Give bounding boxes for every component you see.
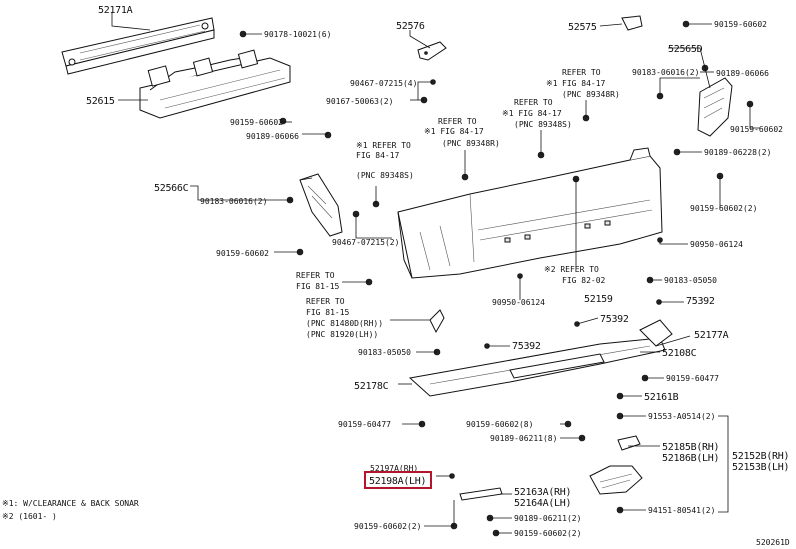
label-52565d[interactable]: 52565D — [668, 44, 703, 55]
label-52164a-lh[interactable]: 52164A(LH) — [514, 498, 572, 509]
highlight-box-52198a — [364, 471, 432, 489]
refer-note-2-line-3: (PNC 89348R) — [442, 139, 500, 148]
leader-lines — [111, 12, 760, 534]
label-90183-06016-left[interactable]: 90183-06016(2) — [200, 197, 267, 206]
refer-note-4-mark: ※1 — [546, 79, 558, 88]
label-90189-06211-center[interactable]: 90189-06211(8) — [490, 434, 557, 443]
refer-note-7-line-4: (PNC 81920(LH)) — [306, 330, 378, 339]
label-52161b[interactable]: 52161B — [644, 392, 679, 403]
label-90189-06066-right[interactable]: 90189-06066 — [716, 69, 769, 78]
label-52177a[interactable]: 52177A — [694, 330, 729, 341]
label-75392-right[interactable]: 75392 — [686, 296, 715, 307]
label-52197a-rh[interactable]: 52197A(RH) — [370, 464, 418, 473]
refer-note-2-line-1: REFER TO — [438, 117, 477, 126]
figure-number: 520261D — [756, 538, 790, 547]
label-90950-06124-right[interactable]: 90950-06124 — [690, 240, 743, 249]
label-90183-05050-right[interactable]: 90183-05050 — [664, 276, 717, 285]
label-90159-60602-top-right[interactable]: 90159-60602 — [714, 20, 767, 29]
label-75392-left[interactable]: 75392 — [512, 341, 541, 352]
label-90159-60602-left[interactable]: 90159-60602 — [230, 118, 283, 127]
energy-absorber-drawing[interactable] — [139, 49, 291, 119]
label-90159-60477-left[interactable]: 90159-60477 — [338, 420, 391, 429]
label-75392-center[interactable]: 75392 — [600, 314, 629, 325]
label-52185b-rh[interactable]: 52185B(RH) — [662, 442, 720, 453]
label-52566c[interactable]: 52566C — [154, 183, 189, 194]
label-91553-a0514[interactable]: 91553-A0514(2) — [648, 412, 715, 421]
refer-note-3-line-2: ※1 FIG 84-17 — [502, 109, 562, 118]
reflector-drawing[interactable] — [429, 309, 445, 334]
label-52186b-lh[interactable]: 52186B(LH) — [662, 453, 720, 464]
label-94151-80541[interactable]: 94151-80541(2) — [648, 506, 715, 515]
label-90950-06124-center[interactable]: 90950-06124 — [492, 298, 545, 307]
bracket-52576-drawing[interactable] — [417, 41, 447, 61]
bumper-cover-drawing[interactable] — [397, 147, 663, 279]
label-90159-60602-bottom-left[interactable]: 90159-60602(2) — [354, 522, 421, 531]
bracket-52177a-drawing[interactable] — [639, 319, 673, 347]
reinforcement-bar-drawing[interactable] — [61, 17, 215, 75]
lower-spoiler-drawing[interactable] — [408, 337, 666, 397]
bracket-52575-drawing[interactable] — [621, 15, 643, 31]
label-52163a-rh[interactable]: 52163A(RH) — [514, 487, 572, 498]
bracket-52163a-drawing[interactable] — [459, 487, 503, 501]
label-52171a[interactable]: 52171A — [98, 5, 133, 16]
label-90467-07215-2[interactable]: 90467-07215(2) — [332, 238, 399, 247]
label-52198a-lh[interactable]: 52198A(LH) — [369, 476, 427, 487]
retainer-left-drawing[interactable] — [299, 173, 343, 237]
refer-note-5-line-2: FIG 82-02 — [562, 276, 606, 285]
label-90178[interactable]: 90178-10021(6) — [264, 30, 331, 39]
retainer-right-drawing[interactable] — [697, 77, 733, 137]
refer-note-3-line-3: (PNC 89348S) — [514, 120, 572, 129]
label-90159-60602-8[interactable]: 90159-60602(8) — [466, 420, 533, 429]
label-52178c[interactable]: 52178C — [354, 381, 389, 392]
fog-cover-drawing[interactable] — [589, 435, 643, 495]
label-52153b-lh[interactable]: 52153B(LH) — [732, 462, 790, 473]
refer-note-4-line-1: REFER TO — [562, 68, 601, 77]
label-90167-50063[interactable]: 90167-50063(2) — [326, 97, 393, 106]
label-90467-07215-4[interactable]: 90467-07215(4) — [350, 79, 417, 88]
refer-note-1-line-3: (PNC 89348S) — [356, 171, 414, 180]
label-90159-60477-right[interactable]: 90159-60477 — [666, 374, 719, 383]
label-52576[interactable]: 52576 — [396, 21, 425, 32]
refer-note-3-line-1: REFER TO — [514, 98, 553, 107]
label-90189-06228[interactable]: 90189-06228(2) — [704, 148, 771, 157]
refer-note-5-line-1: ※2 REFER TO — [544, 265, 599, 274]
footnote-2: ※2 (1601- ) — [2, 512, 57, 521]
footnote-1: ※1: W/CLEARANCE & BACK SONAR — [2, 499, 139, 508]
label-52159[interactable]: 52159 — [584, 294, 613, 305]
label-90159-60602-right-2[interactable]: 90159-60602 — [730, 125, 783, 134]
refer-note-7-line-1: REFER TO — [306, 297, 345, 306]
label-90183-06016-right[interactable]: 90183-06016(2) — [632, 68, 699, 77]
refer-note-6-line-1: REFER TO — [296, 271, 335, 280]
refer-note-2-line-2: ※1 FIG 84-17 — [424, 127, 484, 136]
refer-note-4-line-3: (PNC 89348R) — [562, 90, 620, 99]
refer-note-7-line-2: FIG 81-15 — [306, 308, 350, 317]
refer-note-1-line-1: ※1 REFER TO — [356, 141, 411, 150]
label-90159-60602-bottom-right[interactable]: 90159-60602(2) — [514, 529, 581, 538]
label-52108c[interactable]: 52108C — [662, 348, 697, 359]
refer-note-1-line-2: FIG 84-17 — [356, 151, 400, 160]
label-90159-60602-2-right[interactable]: 90159-60602(2) — [690, 204, 757, 213]
label-52152b-rh[interactable]: 52152B(RH) — [732, 451, 790, 462]
label-52615[interactable]: 52615 — [86, 96, 115, 107]
label-90189-06066-left[interactable]: 90189-06066 — [246, 132, 299, 141]
label-90183-05050-left[interactable]: 90183-05050 — [358, 348, 411, 357]
label-90159-60602-lower-left[interactable]: 90159-60602 — [216, 249, 269, 258]
refer-note-4-line-2: FIG 84-17 — [562, 79, 606, 88]
refer-note-6-line-2: FIG 81-15 — [296, 282, 340, 291]
refer-note-7-line-3: (PNC 81480D(RH)) — [306, 319, 383, 328]
label-52575[interactable]: 52575 — [568, 22, 597, 33]
label-90189-06211-bottom[interactable]: 90189-06211(2) — [514, 514, 581, 523]
